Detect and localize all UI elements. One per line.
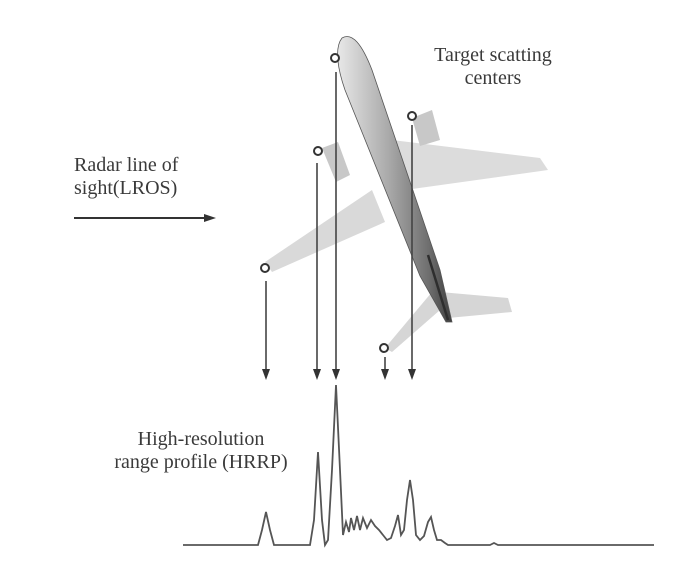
aircraft-illustration: [265, 36, 548, 352]
scattering-centers: [260, 53, 417, 353]
right-engine-shape: [412, 110, 440, 146]
target-label-line2: centers: [464, 67, 522, 89]
scatter-center-left-wingtip: [260, 263, 270, 273]
lros-arrow: [74, 214, 216, 222]
scatter-center-tail: [379, 343, 389, 353]
right-wing: [392, 140, 548, 190]
hrrp-waveform: [183, 384, 654, 548]
radar-label-line2: sight(LROS): [74, 177, 178, 199]
hrrp-label-line1: High-resolution: [137, 428, 265, 450]
radar-line-of-sight-label: Radar line of sight(LROS): [74, 154, 178, 200]
scatter-center-right-engine: [407, 111, 417, 121]
hrrp-label-line2: range profile (HRRP): [114, 451, 288, 473]
target-label-line1: Target scatting: [434, 44, 552, 66]
target-scattering-centers-label: Target scatting centers: [418, 44, 568, 90]
projection-arrows: [265, 72, 413, 369]
arrowheads: [262, 369, 416, 380]
radar-label-line1: Radar line of: [74, 154, 179, 176]
scatter-center-nose: [330, 53, 340, 63]
tail-right: [440, 292, 512, 318]
scatter-center-left-engine: [313, 146, 323, 156]
left-wing: [265, 190, 385, 272]
hrrp-label: High-resolution range profile (HRRP): [92, 428, 310, 474]
